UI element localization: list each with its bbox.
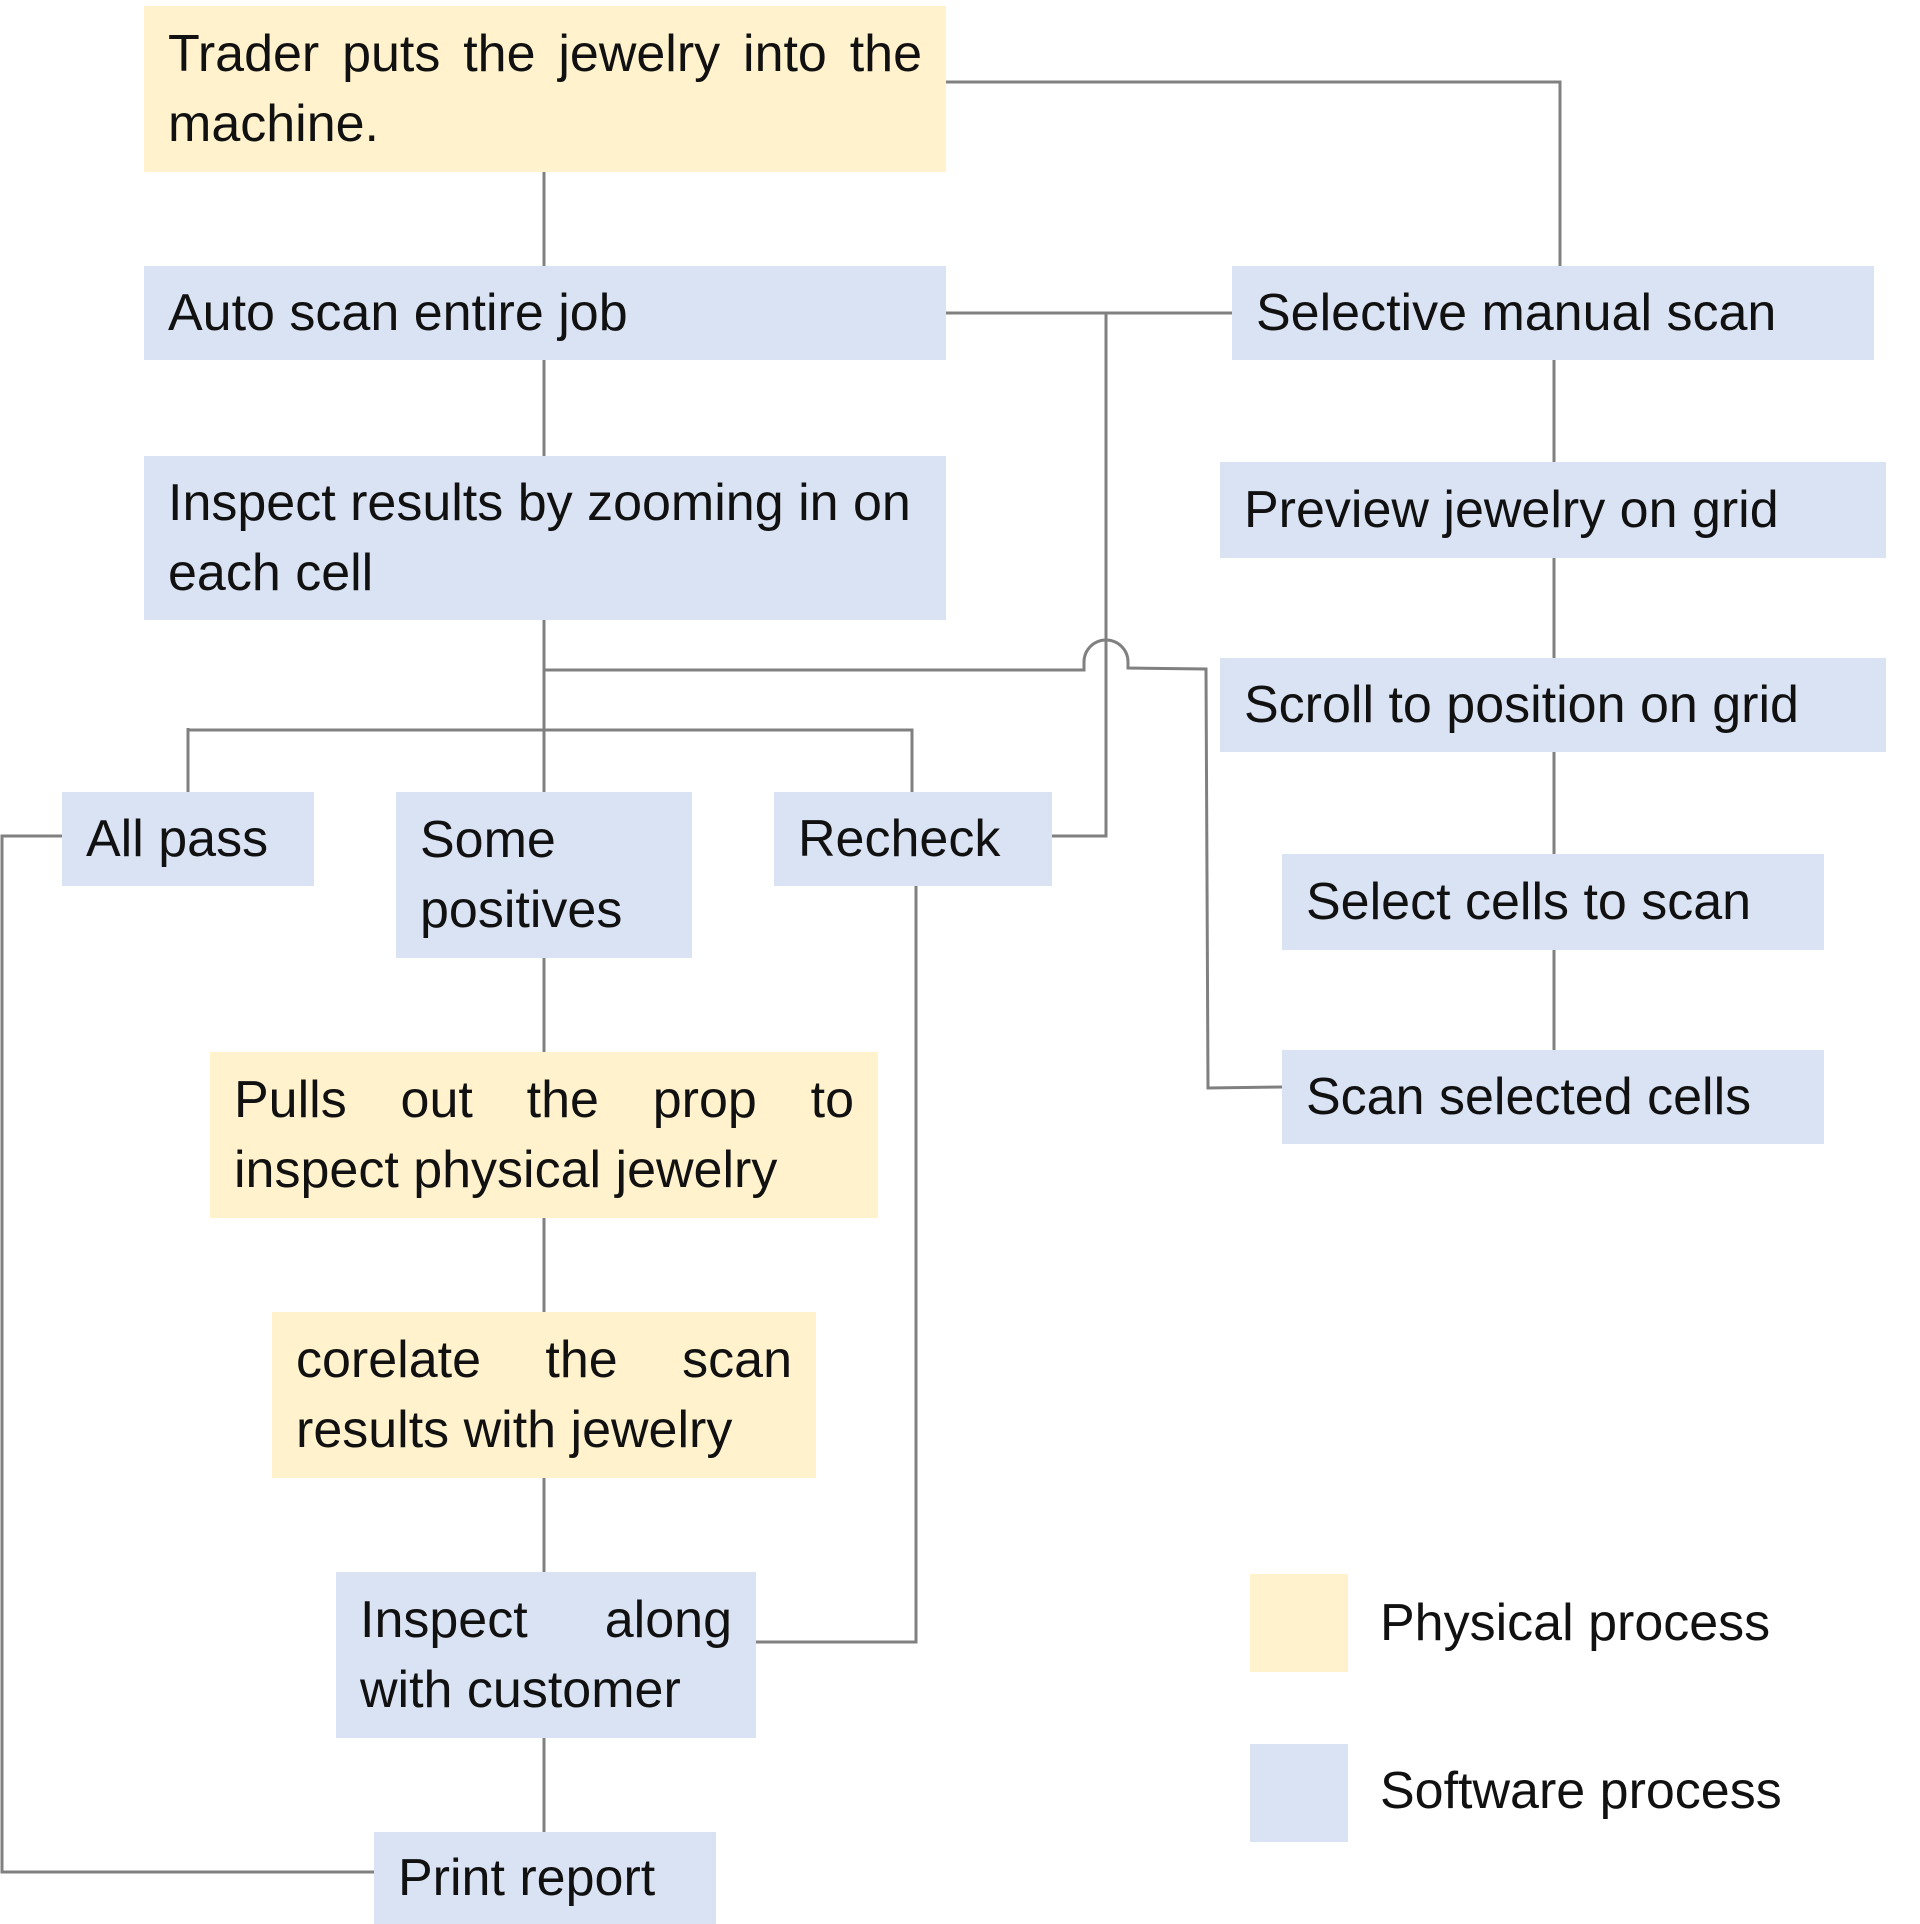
node-corelate-results: corelate the scan results with jewelry <box>272 1312 816 1478</box>
node-print-report: Print report <box>374 1832 716 1924</box>
node-label: Some positives <box>420 811 623 939</box>
node-recheck: Recheck <box>774 792 1052 886</box>
connector-all-pass-to-print <box>0 834 374 1874</box>
legend-swatch-physical <box>1250 1574 1348 1672</box>
node-label: Preview jewelry on grid <box>1244 481 1779 539</box>
node-label: Select cells to scan <box>1306 873 1752 931</box>
legend-label-software: Software process <box>1380 1762 1782 1820</box>
node-label: corelate the scan results with jewelry <box>296 1331 792 1459</box>
connector-inspect-to-scan-selected <box>544 638 1283 1090</box>
connector-recheck-to-inspect-customer <box>756 886 918 1644</box>
node-label: Selective manual scan <box>1256 284 1777 342</box>
node-some-positives: Some positives <box>396 792 692 958</box>
node-pulls-out-prop: Pulls out the prop to inspect physical j… <box>210 1052 878 1218</box>
node-preview-jewelry-grid: Preview jewelry on grid <box>1220 462 1886 558</box>
node-inspect-results: Inspect results by zooming in on each ce… <box>144 456 946 620</box>
legend-label-physical: Physical process <box>1380 1594 1771 1652</box>
node-inspect-with-customer: Inspect along with customer <box>336 1572 756 1738</box>
node-label: Inspect along with customer <box>360 1591 732 1719</box>
connector-recheck-loop <box>1052 313 1108 838</box>
node-label: Auto scan entire job <box>168 284 628 342</box>
node-all-pass: All pass <box>62 792 314 886</box>
node-trader-puts-jewelry: Trader puts the jewelry into the machine… <box>144 6 946 172</box>
node-label: Print report <box>398 1849 656 1907</box>
legend-swatch-software <box>1250 1744 1348 1842</box>
node-label: All pass <box>86 810 269 868</box>
connector-trader-to-selective <box>946 80 1562 266</box>
connector-branch-bar <box>186 728 914 792</box>
node-label: Recheck <box>798 810 1001 868</box>
node-label: Scroll to position on grid <box>1244 676 1799 734</box>
node-label: Scan selected cells <box>1306 1068 1752 1126</box>
node-select-cells: Select cells to scan <box>1282 854 1824 950</box>
node-label: Inspect results by zooming in on each ce… <box>168 474 911 602</box>
node-label: Trader puts the jewelry into the machine… <box>168 25 922 153</box>
node-scroll-position-grid: Scroll to position on grid <box>1220 658 1886 752</box>
node-selective-manual-scan: Selective manual scan <box>1232 266 1874 360</box>
node-auto-scan: Auto scan entire job <box>144 266 946 360</box>
node-scan-selected-cells: Scan selected cells <box>1282 1050 1824 1144</box>
node-label: Pulls out the prop to inspect physical j… <box>234 1071 854 1199</box>
